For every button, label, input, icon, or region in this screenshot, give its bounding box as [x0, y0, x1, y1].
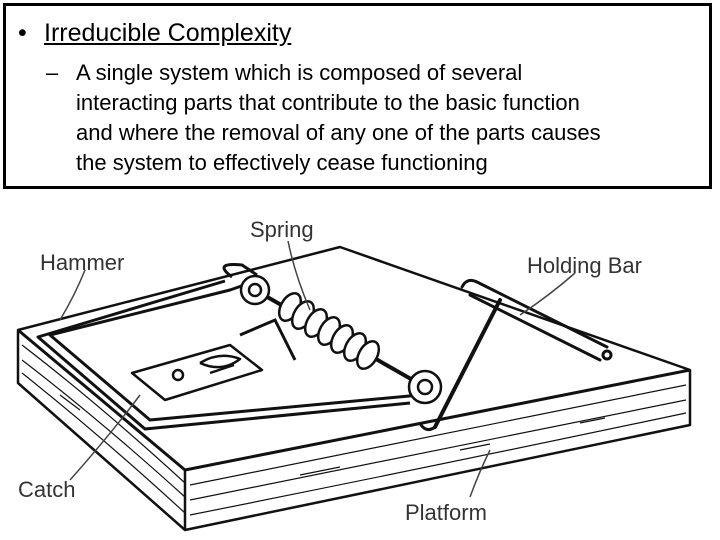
bullet-heading: Irreducible Complexity: [44, 19, 292, 47]
label-platform: Platform: [405, 500, 487, 525]
definition-line-2: interacting parts that contribute to the…: [76, 90, 580, 115]
sub-bullet-dash: –: [46, 60, 59, 85]
definition-line-4: the system to effectively cease function…: [76, 150, 488, 175]
label-catch: Catch: [18, 477, 75, 502]
definition-line-3: and where the removal of any one of the …: [76, 120, 601, 145]
platform-board: [16, 245, 692, 532]
holding-bar: [419, 278, 613, 432]
definition-box: • Irreducible Complexity – A single syste…: [3, 3, 712, 189]
definition-line-1: A single system which is composed of sev…: [76, 60, 523, 85]
hammer: [36, 279, 421, 431]
bullet-dot: •: [18, 19, 27, 47]
label-hammer: Hammer: [40, 250, 124, 275]
catch: [130, 343, 264, 402]
bullet-item: • Irreducible Complexity: [18, 18, 291, 48]
label-holding-bar: Holding Bar: [527, 253, 642, 278]
label-spring: Spring: [250, 217, 314, 242]
leader-lines: [59, 240, 576, 498]
mousetrap-diagram: Spring Hammer Holding Bar Catch Platform: [16, 217, 692, 532]
